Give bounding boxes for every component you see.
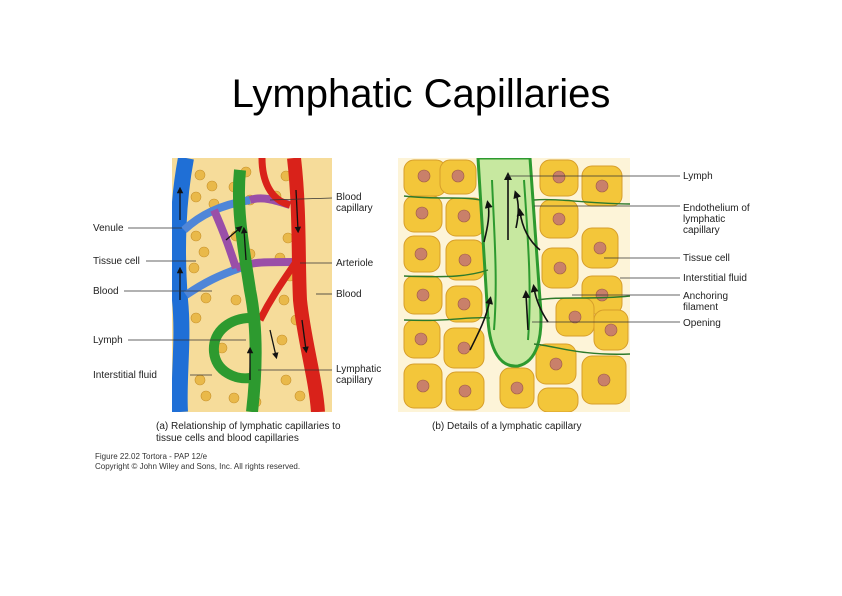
figure-credit-line1: Figure 22.02 Tortora - PAP 12/e	[95, 452, 207, 462]
label-interstitial-fluid-b: Interstitial fluid	[683, 273, 747, 284]
venule-vessel	[178, 158, 186, 412]
panel-a-illustration	[172, 158, 332, 412]
label-anchoring-filament: Anchoring filament	[683, 291, 743, 313]
panel-b-illustration	[398, 158, 630, 412]
figure-credit-line2: Copyright © John Wiley and Sons, Inc. Al…	[95, 462, 300, 472]
label-arteriole: Arteriole	[336, 258, 373, 269]
label-endothelium: Endothelium of lymphatic capillary	[683, 203, 753, 236]
label-lymph-b: Lymph	[683, 171, 713, 182]
label-blood-capillary: Blood capillary	[336, 192, 388, 214]
caption-panel-a: (a) Relationship of lymphatic capillarie…	[156, 421, 356, 445]
label-opening: Opening	[683, 318, 721, 329]
label-lymphatic-capillary: Lymphatic capillary	[336, 364, 392, 386]
label-blood-left: Blood	[93, 286, 119, 297]
label-tissue-cell: Tissue cell	[93, 256, 140, 267]
label-interstitial-fluid: Interstitial fluid	[93, 370, 157, 381]
label-venule: Venule	[93, 223, 124, 234]
label-tissue-cell-b: Tissue cell	[683, 253, 730, 264]
label-blood-right: Blood	[336, 289, 362, 300]
label-lymph: Lymph	[93, 335, 123, 346]
caption-panel-b: (b) Details of a lymphatic capillary	[432, 421, 652, 433]
